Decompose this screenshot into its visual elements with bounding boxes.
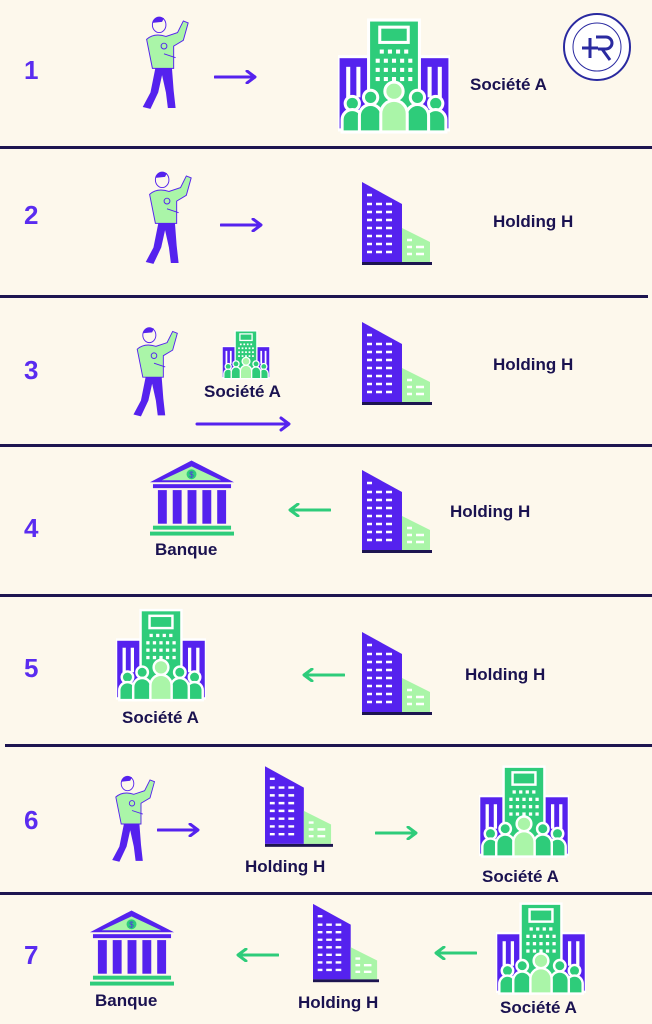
arrow-left-icon <box>235 948 279 962</box>
company-icon <box>338 18 450 135</box>
company-icon <box>116 608 206 703</box>
holding-icon <box>362 470 432 555</box>
step-number: 7 <box>24 940 39 970</box>
divider <box>0 892 652 895</box>
person-icon <box>138 170 196 267</box>
holding-label: Holding H <box>493 212 574 231</box>
holding-label: Holding H <box>450 502 531 521</box>
company-label: Société A <box>204 382 281 401</box>
step-number: 3 <box>24 355 39 385</box>
person-icon <box>105 772 159 867</box>
arrow-left-icon <box>433 946 477 960</box>
holding-label: Holding H <box>298 993 379 1012</box>
company-label: Société A <box>500 998 577 1017</box>
step-number: 1 <box>24 55 39 85</box>
holding-icon <box>265 765 333 850</box>
arrow-right-icon <box>375 826 419 840</box>
arrow-left-icon <box>301 668 345 682</box>
company-icon <box>479 765 569 859</box>
step-number: 4 <box>24 513 39 543</box>
step-number: 2 <box>24 200 39 230</box>
bank-label: Banque <box>155 540 218 559</box>
arrow-right-icon <box>195 416 291 432</box>
arrow-right-icon <box>157 823 201 837</box>
step-number: 5 <box>24 653 39 683</box>
divider <box>0 444 652 447</box>
arrow-left-icon <box>287 503 331 517</box>
company-label: Société A <box>470 75 547 94</box>
arrow-right-icon <box>220 218 264 232</box>
divider <box>0 146 652 149</box>
bank-icon <box>90 910 174 988</box>
holding-icon <box>362 322 432 407</box>
holding-icon <box>313 902 379 986</box>
holding-label: Holding H <box>493 355 574 374</box>
holding-label: Holding H <box>245 857 326 876</box>
person-icon <box>126 325 182 420</box>
divider <box>0 295 648 298</box>
company-label: Société A <box>482 867 559 886</box>
divider <box>5 744 652 747</box>
person-icon <box>135 15 193 112</box>
company-icon <box>222 330 270 380</box>
step-number: 6 <box>24 805 39 835</box>
holding-icon <box>362 182 432 267</box>
company-label: Société A <box>122 708 199 727</box>
bank-label: Banque <box>95 991 158 1010</box>
divider <box>0 594 652 597</box>
holding-label: Holding H <box>465 665 546 684</box>
company-icon <box>496 902 586 996</box>
yes-earn-logo <box>562 12 632 82</box>
arrow-right-icon <box>214 70 258 84</box>
holding-icon <box>362 632 432 717</box>
bank-icon <box>150 460 234 538</box>
